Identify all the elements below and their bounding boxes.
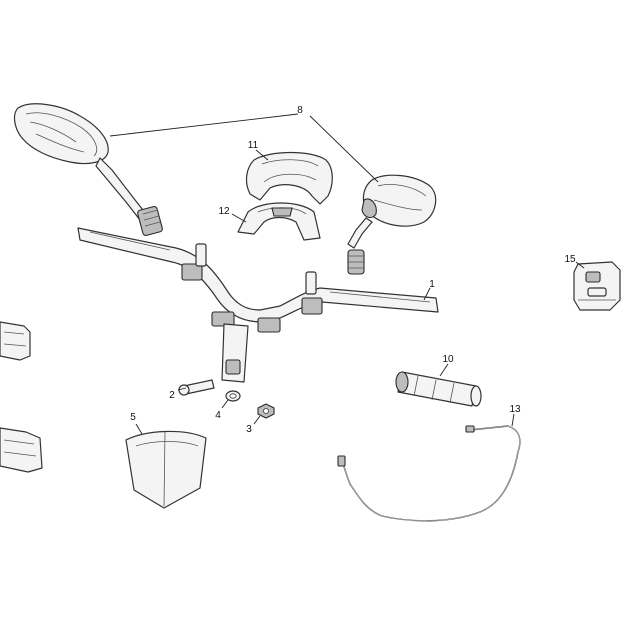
nut bbox=[257, 403, 275, 419]
right-mirror bbox=[347, 174, 437, 275]
bolt bbox=[178, 379, 215, 396]
throttle-grip bbox=[395, 371, 482, 407]
partial-left-bracket-upper bbox=[0, 321, 31, 361]
handlebar bbox=[77, 227, 439, 383]
callout-10: 10 bbox=[442, 354, 454, 365]
leader-lines bbox=[109, 113, 585, 435]
callout-8: 8 bbox=[297, 105, 303, 116]
callout-12: 12 bbox=[218, 206, 230, 217]
lower-handlebar-cover bbox=[237, 202, 321, 241]
throttle-cable bbox=[337, 425, 521, 522]
callout-4: 4 bbox=[215, 410, 221, 421]
callout-2: 2 bbox=[169, 390, 175, 401]
callout-13: 13 bbox=[509, 404, 521, 415]
callout-3: 3 bbox=[246, 424, 252, 435]
callout-11: 11 bbox=[248, 140, 259, 151]
callout-5: 5 bbox=[130, 412, 136, 423]
upper-handlebar-cover bbox=[245, 151, 333, 205]
callout-labels: 8 11 12 1 10 2 4 3 5 13 15 bbox=[130, 105, 576, 435]
washer bbox=[225, 390, 241, 402]
callout-1: 1 bbox=[429, 279, 435, 290]
callout-15: 15 bbox=[564, 254, 576, 265]
front-cover-panel bbox=[125, 430, 207, 509]
left-mirror bbox=[13, 103, 163, 237]
right-switch-housing bbox=[573, 261, 621, 311]
partial-left-bracket-lower bbox=[0, 427, 43, 473]
